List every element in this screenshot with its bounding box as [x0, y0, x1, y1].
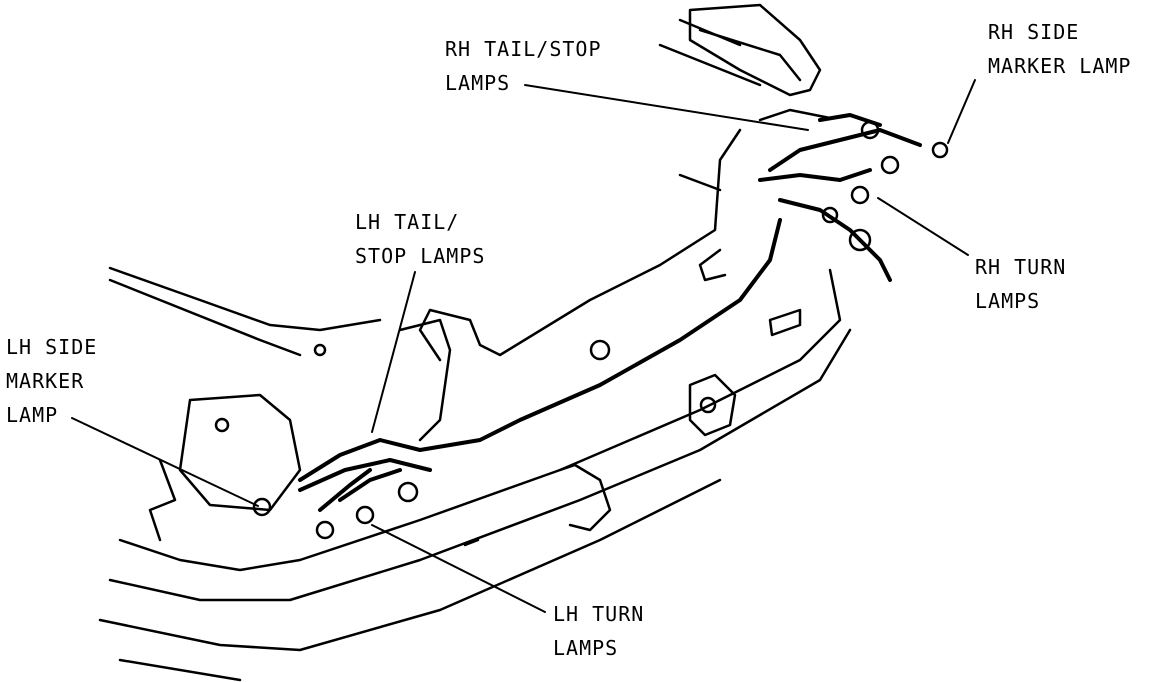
label-line: LAMPS: [445, 71, 511, 95]
label-line: MARKER: [6, 369, 85, 393]
label-lh-side-marker-lamp: LH SIDE MARKER LAMP: [6, 330, 97, 432]
label-line: LAMPS: [553, 636, 619, 660]
lh-lamp-housing: [178, 318, 452, 512]
label-line: LAMP: [6, 403, 59, 427]
label-line: LH SIDE: [6, 335, 98, 359]
lh-sockets: [252, 339, 611, 540]
label-line: RH SIDE: [988, 20, 1080, 44]
wiring-harness: [298, 113, 922, 512]
label-lh-turn-lamps: LH TURN LAMPS: [553, 597, 644, 665]
label-line: MARKER LAMP: [988, 54, 1132, 78]
leader-lh-tail-stop: [371, 271, 416, 433]
label-line: RH TURN: [975, 255, 1067, 279]
label-line: LAMPS: [975, 289, 1041, 313]
label-rh-turn-lamps: RH TURN LAMPS: [975, 250, 1066, 318]
trunk-opening: [108, 108, 832, 362]
label-rh-tail-stop-lamps: RH TAIL/STOP LAMPS: [445, 32, 602, 100]
label-line: RH TAIL/STOP: [445, 37, 602, 61]
label-line: LH TAIL/: [355, 210, 460, 234]
rh-sockets: [821, 120, 949, 252]
trunk-lid: [658, 3, 822, 97]
leader-rh-turn: [877, 197, 969, 256]
leader-lh-side-marker: [71, 417, 259, 507]
label-rh-side-marker-lamp: RH SIDE MARKER LAMP: [988, 15, 1131, 83]
leader-lines: [71, 79, 976, 613]
rear-bumper: [98, 268, 852, 682]
label-line: LH TURN: [553, 602, 645, 626]
label-line: STOP LAMPS: [355, 244, 486, 268]
leader-rh-side-marker: [947, 79, 976, 144]
leader-rh-tail-stop: [524, 84, 809, 131]
label-lh-tail-stop-lamps: LH TAIL/ STOP LAMPS: [355, 205, 485, 273]
leader-lh-turn: [371, 524, 546, 613]
